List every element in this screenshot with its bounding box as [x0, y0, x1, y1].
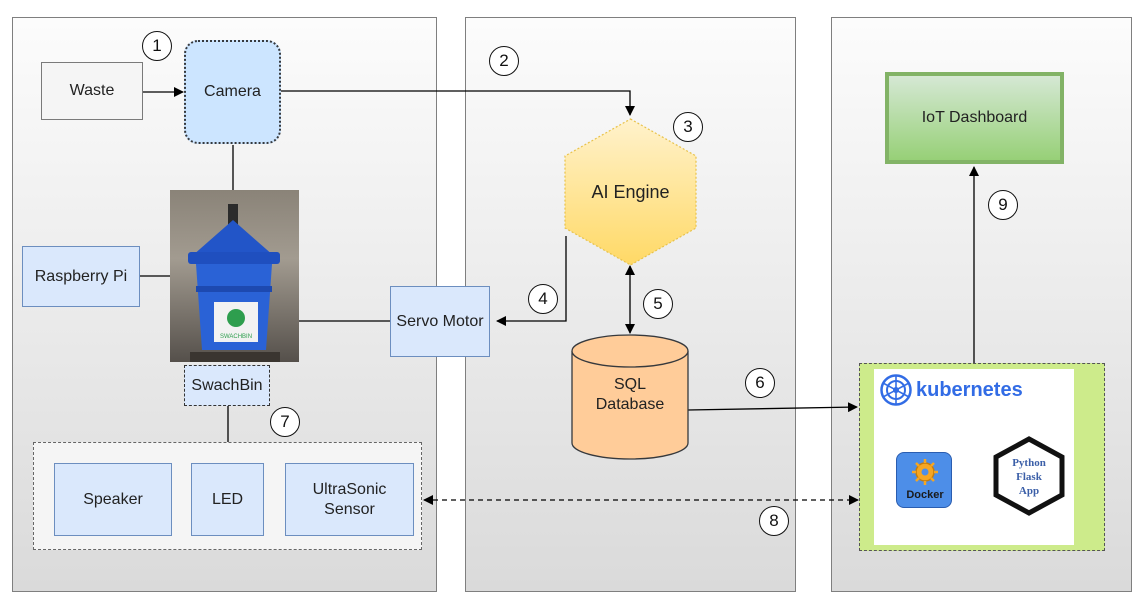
sql-database-cylinder	[571, 334, 689, 460]
sql-label-line2: Database	[595, 396, 665, 413]
docker-label: Docker	[906, 489, 944, 501]
sql-label-line1: SQL	[613, 376, 646, 393]
camera-to-ai-arrow	[281, 90, 635, 116]
step-7-badge: 7	[270, 407, 300, 437]
ai-to-servo-arrow	[496, 236, 567, 326]
iot-dashboard-label: IoT Dashboard	[921, 109, 1028, 126]
kubernetes-icon	[880, 374, 912, 406]
bin-photo-label: SWACHBIN	[220, 334, 252, 340]
step-5-badge: 5	[643, 289, 673, 319]
step-1-badge: 1	[142, 31, 172, 61]
swachbin-label: SwachBin	[191, 376, 263, 394]
raspberry-pi-label: Raspberry Pi	[34, 267, 128, 285]
step-8-badge: 8	[759, 506, 789, 536]
speaker-label: Speaker	[83, 490, 143, 508]
python-flask-hexagon	[993, 436, 1065, 516]
servo-motor-label: Servo Motor	[396, 312, 484, 330]
docker-icon	[912, 459, 938, 485]
ai-engine-label: AI Engine	[591, 182, 670, 202]
iot-dashboard-box: IoT Dashboard	[885, 72, 1064, 164]
ultrasonic-label-line2: Sensor	[324, 500, 375, 518]
speaker-box: Speaker	[54, 463, 172, 536]
raspberry-pi-box: Raspberry Pi	[22, 246, 140, 307]
swachbin-photo: SWACHBIN	[170, 190, 299, 362]
step-4-badge: 4	[528, 284, 558, 314]
step-2-badge: 2	[489, 46, 519, 76]
flask-label-line2: Flask	[1016, 471, 1042, 483]
ai-engine-label-box: AI Engine	[563, 172, 698, 212]
smart-bin-image: SWACHBIN	[188, 204, 280, 362]
db-to-k8s-arrow	[687, 402, 858, 413]
led-label: LED	[211, 490, 244, 508]
step-3-badge: 3	[673, 112, 703, 142]
step-6-badge: 6	[745, 368, 775, 398]
step-9-badge: 9	[988, 190, 1018, 220]
led-box: LED	[191, 463, 264, 536]
swachbin-box: SwachBin	[184, 365, 270, 406]
sql-database-label-box: SQL Database	[571, 370, 689, 420]
camera-label: Camera	[204, 83, 261, 100]
waste-box: Waste	[41, 62, 143, 120]
waste-label: Waste	[69, 82, 115, 99]
flask-label-line3: App	[1018, 485, 1040, 497]
camera-box: Camera	[184, 40, 281, 144]
servo-motor-box: Servo Motor	[390, 286, 490, 357]
kubernetes-title: kubernetes	[916, 379, 1023, 401]
ai-engine-hexagon	[564, 118, 697, 266]
docker-tile: Docker	[896, 452, 952, 508]
ultrasonic-label-line1: UltraSonic	[312, 480, 387, 498]
flask-label-line1: Python	[1012, 457, 1046, 469]
ultrasonic-sensor-box: UltraSonic Sensor	[285, 463, 414, 536]
python-flask-label: Python Flask App	[993, 450, 1065, 504]
